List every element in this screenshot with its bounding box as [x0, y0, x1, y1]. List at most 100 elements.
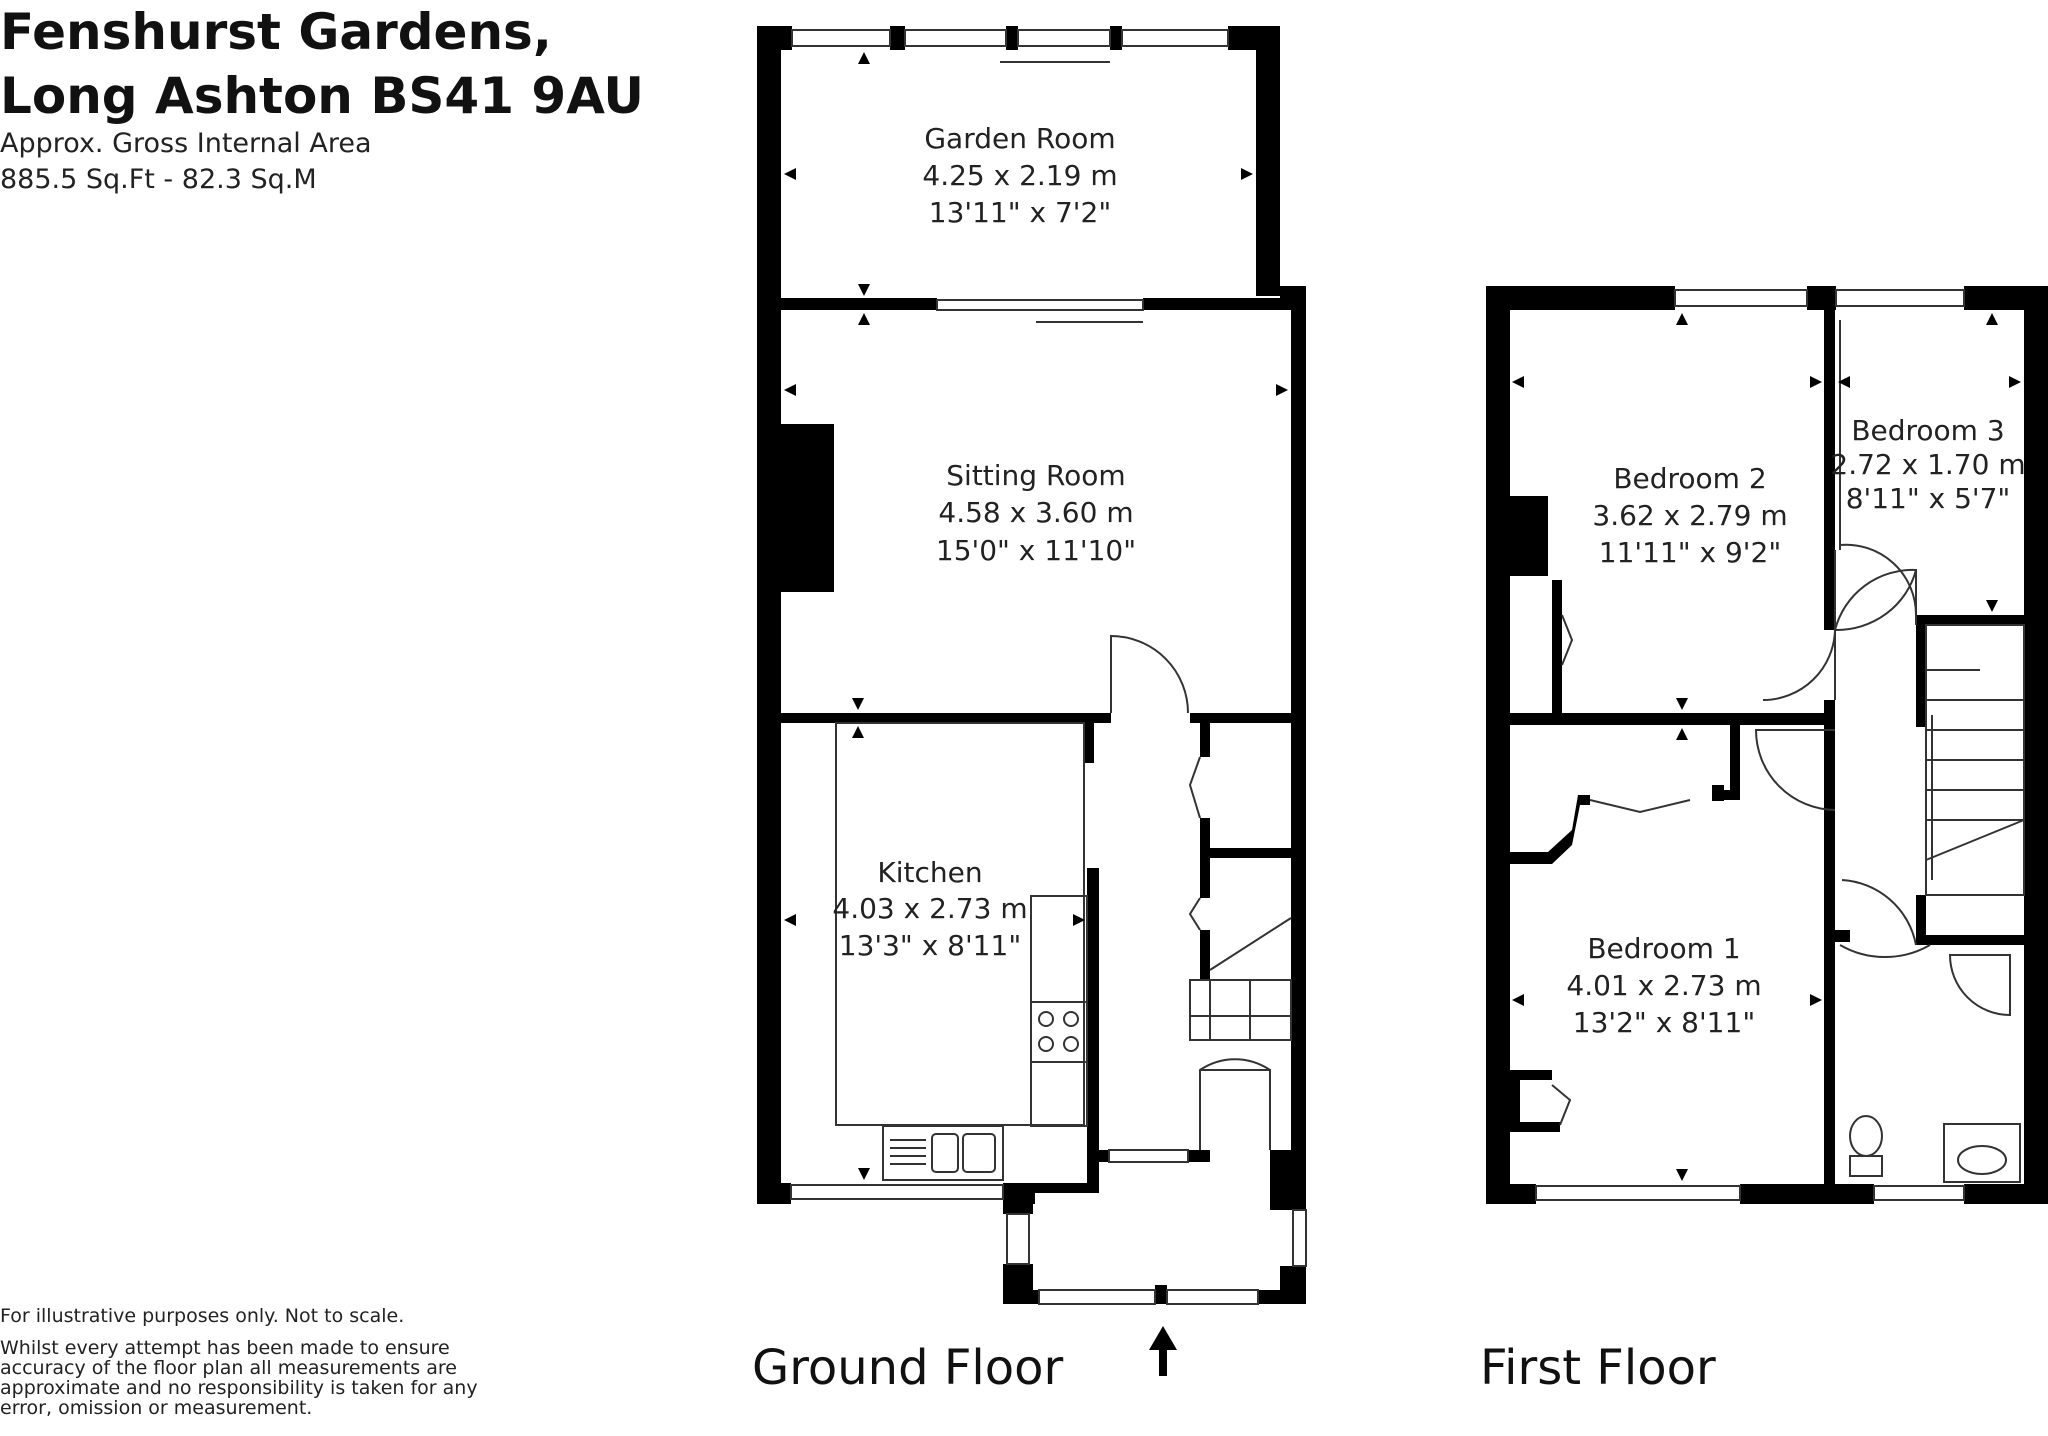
toilet-cistern	[1849, 1155, 1883, 1177]
first-floor-plan	[1486, 286, 2048, 1204]
wall	[757, 298, 781, 1204]
shower-tray	[1948, 954, 2011, 1017]
cupboard-door	[1188, 756, 1201, 819]
wall	[1035, 1183, 1099, 1193]
window	[1108, 1149, 1189, 1163]
wall	[1916, 625, 1926, 727]
hob-ring	[1063, 1036, 1079, 1052]
first-floor-label: First Floor	[1480, 1340, 1716, 1396]
dimension-arrow	[1676, 698, 1688, 710]
wall	[757, 26, 781, 306]
wall	[1190, 713, 1291, 723]
disclaimer-accuracy-note: Whilst every attempt has been made to en…	[0, 1337, 478, 1419]
room-metric: 2.72 x 1.70 m	[1830, 448, 2025, 481]
property-title: Fenshurst Gardens, Long Ashton BS41 9AU	[0, 0, 644, 128]
door-swing	[1754, 729, 1836, 811]
window	[790, 1184, 1004, 1200]
dimension-arrow	[784, 384, 796, 396]
window	[1038, 1289, 1156, 1305]
room-imperial: 15'0" x 11'10"	[936, 534, 1136, 567]
wall	[1510, 713, 1542, 725]
wall	[1824, 700, 1835, 950]
window	[1835, 289, 1965, 307]
wall	[1916, 935, 2024, 945]
wall	[890, 26, 905, 50]
wall	[757, 26, 792, 50]
wall	[1200, 818, 1210, 848]
dimension-arrow	[852, 726, 864, 738]
wall	[1110, 26, 1122, 50]
wall	[1200, 723, 1210, 757]
door-swing	[1110, 634, 1189, 714]
window	[1873, 1185, 1965, 1201]
dimension-arrow	[1676, 728, 1688, 740]
room-name: Bedroom 3	[1851, 414, 2004, 447]
stairs	[1189, 979, 1292, 1041]
hob-ring	[1038, 1011, 1054, 1027]
area-value: 885.5 Sq.Ft - 82.3 Sq.M	[0, 164, 317, 195]
hob	[1030, 1001, 1088, 1063]
dimension-arrow	[1512, 994, 1524, 1006]
wall	[1964, 1184, 2048, 1204]
door-swing	[1839, 944, 1931, 959]
wall	[781, 713, 1111, 723]
room-name: Garden Room	[924, 122, 1115, 155]
wall	[1003, 1183, 1035, 1204]
ground-floor-plan	[757, 26, 1306, 1304]
wall	[1188, 1150, 1210, 1162]
wall	[1486, 286, 1510, 1204]
stair-rail	[1925, 819, 2025, 861]
wall	[1084, 723, 1094, 763]
room-name: Sitting Room	[946, 459, 1125, 492]
room-metric: 4.25 x 2.19 m	[922, 159, 1117, 192]
wall	[757, 298, 937, 310]
basin-unit	[1943, 1123, 2021, 1183]
disclaimer: For illustrative purposes only. Not to s…	[0, 1306, 480, 1430]
entrance-arrow-icon	[1149, 1326, 1177, 1376]
wall	[1916, 895, 1926, 940]
wall	[1542, 713, 1824, 725]
dimension-arrow	[1676, 313, 1688, 325]
wall	[1510, 1080, 1520, 1130]
chimney-breast	[1510, 496, 1548, 576]
ground-floor-label: Ground Floor	[752, 1340, 1063, 1396]
wall	[1730, 725, 1740, 795]
wall	[1510, 795, 1590, 864]
dimension-arrow	[858, 52, 870, 64]
hob-ring	[1038, 1036, 1054, 1052]
window	[1166, 1289, 1259, 1305]
wall	[1916, 615, 2024, 625]
wall	[1155, 1285, 1167, 1304]
wall	[1228, 26, 1280, 50]
wall	[1270, 1150, 1306, 1210]
toilet	[1849, 1115, 1883, 1157]
dimension-arrow	[1276, 384, 1288, 396]
dimension-arrow	[852, 698, 864, 710]
wall	[1835, 930, 1850, 942]
kitchen-units	[1030, 895, 1088, 1127]
room-metric: 3.62 x 2.79 m	[1592, 499, 1787, 532]
wall	[1486, 286, 1675, 310]
window	[1535, 1185, 1741, 1201]
door-swing	[1199, 1058, 1271, 1150]
dimension-arrow	[784, 914, 796, 926]
room-label-bedroom-2: Bedroom 2 3.62 x 2.79 m 11'11" x 9'2"	[1592, 462, 1787, 569]
wall	[1099, 1150, 1109, 1162]
dimension-arrow	[858, 284, 870, 296]
wall	[1712, 790, 1740, 800]
door-swing	[1834, 550, 1917, 632]
wall	[1291, 286, 1306, 1156]
first-floor-fixtures	[1535, 289, 2025, 1201]
wall	[1486, 1184, 1536, 1204]
window	[791, 29, 891, 47]
dimension-arrow	[1676, 1169, 1688, 1181]
dimension-arrow	[1986, 600, 1998, 612]
ground-measurement-arrows	[784, 52, 1288, 1180]
hob-ring	[1063, 1011, 1079, 1027]
wall	[1256, 26, 1280, 296]
room-imperial: 13'3" x 8'11"	[839, 929, 1021, 962]
disclaimer-scale-note: For illustrative purposes only. Not to s…	[0, 1305, 405, 1327]
wall	[1258, 1290, 1298, 1304]
sink-bowl	[962, 1133, 996, 1173]
